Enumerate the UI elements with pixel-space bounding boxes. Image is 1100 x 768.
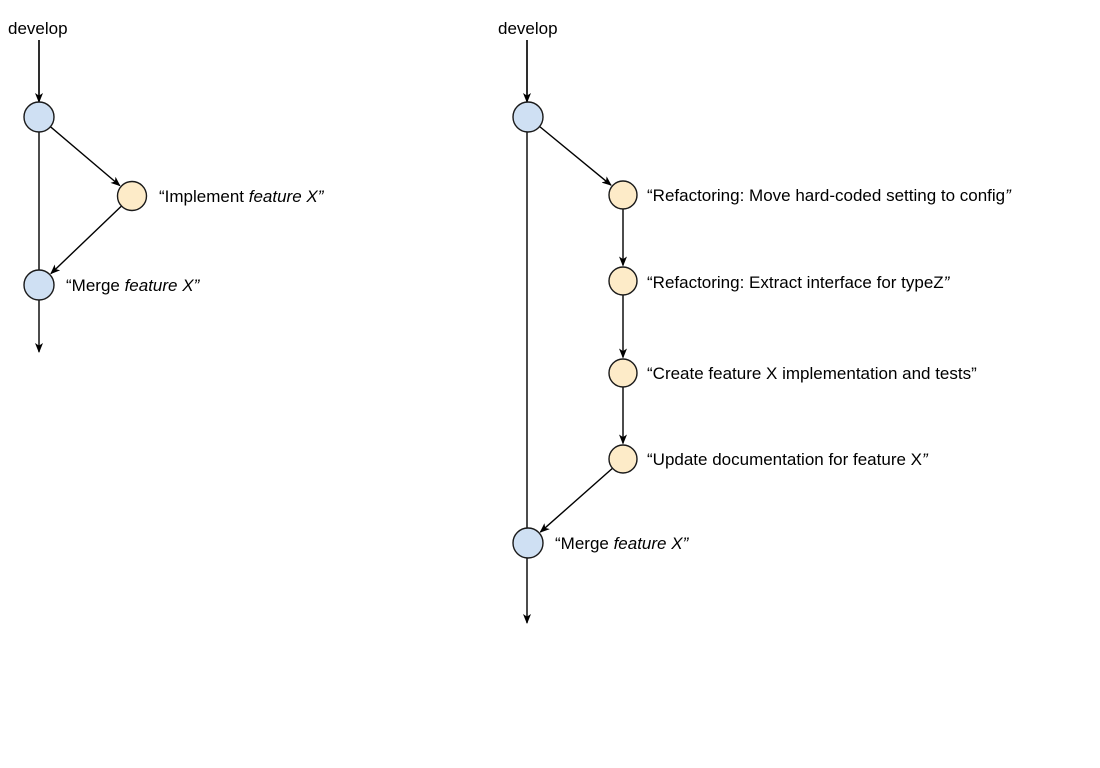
commit-node-right-create-feature[interactable] [608, 358, 638, 388]
diagram-left: develop “Implement feature X” “Merge featu… [8, 19, 325, 353]
commit-label-right-update-docs: “Update documentation for feature X” [647, 450, 929, 469]
commit-node-right-refactor-interface[interactable] [608, 266, 638, 296]
commit-label-right-refactor-config: “Refactoring: Move hard-coded setting to… [647, 186, 1012, 205]
branch-label-left: develop [8, 19, 68, 38]
commit-label-left-merge: “Merge feature X” [66, 276, 201, 295]
commit-label-left-implement: “Implement feature X” [159, 187, 325, 206]
commit-node-left-branch-point[interactable] [23, 101, 55, 133]
commit-label-right-merge: “Merge feature X” [555, 534, 690, 553]
edge-right-branch-point-to-right-refactor-config [539, 125, 612, 186]
commit-label-right-create-feature: “Create feature X implementation and tes… [647, 364, 977, 383]
edge-right-update-docs-to-right-merge [539, 467, 613, 533]
edge-left-implement-to-left-merge [50, 205, 123, 275]
commit-node-right-branch-point[interactable] [512, 101, 544, 133]
commit-label-right-refactor-interface: “Refactoring: Extract interface for type… [647, 273, 951, 292]
diagram-right: develop “Refactoring: Move hard-coded set… [498, 19, 1012, 624]
commit-node-right-refactor-config[interactable] [608, 180, 638, 210]
commit-node-left-implement[interactable] [116, 180, 148, 212]
branch-label-right: develop [498, 19, 558, 38]
commit-node-left-merge[interactable] [23, 269, 55, 301]
commit-node-right-merge[interactable] [512, 527, 544, 559]
commit-node-right-update-docs[interactable] [608, 444, 638, 474]
edge-left-branch-point-to-left-implement [49, 126, 121, 187]
